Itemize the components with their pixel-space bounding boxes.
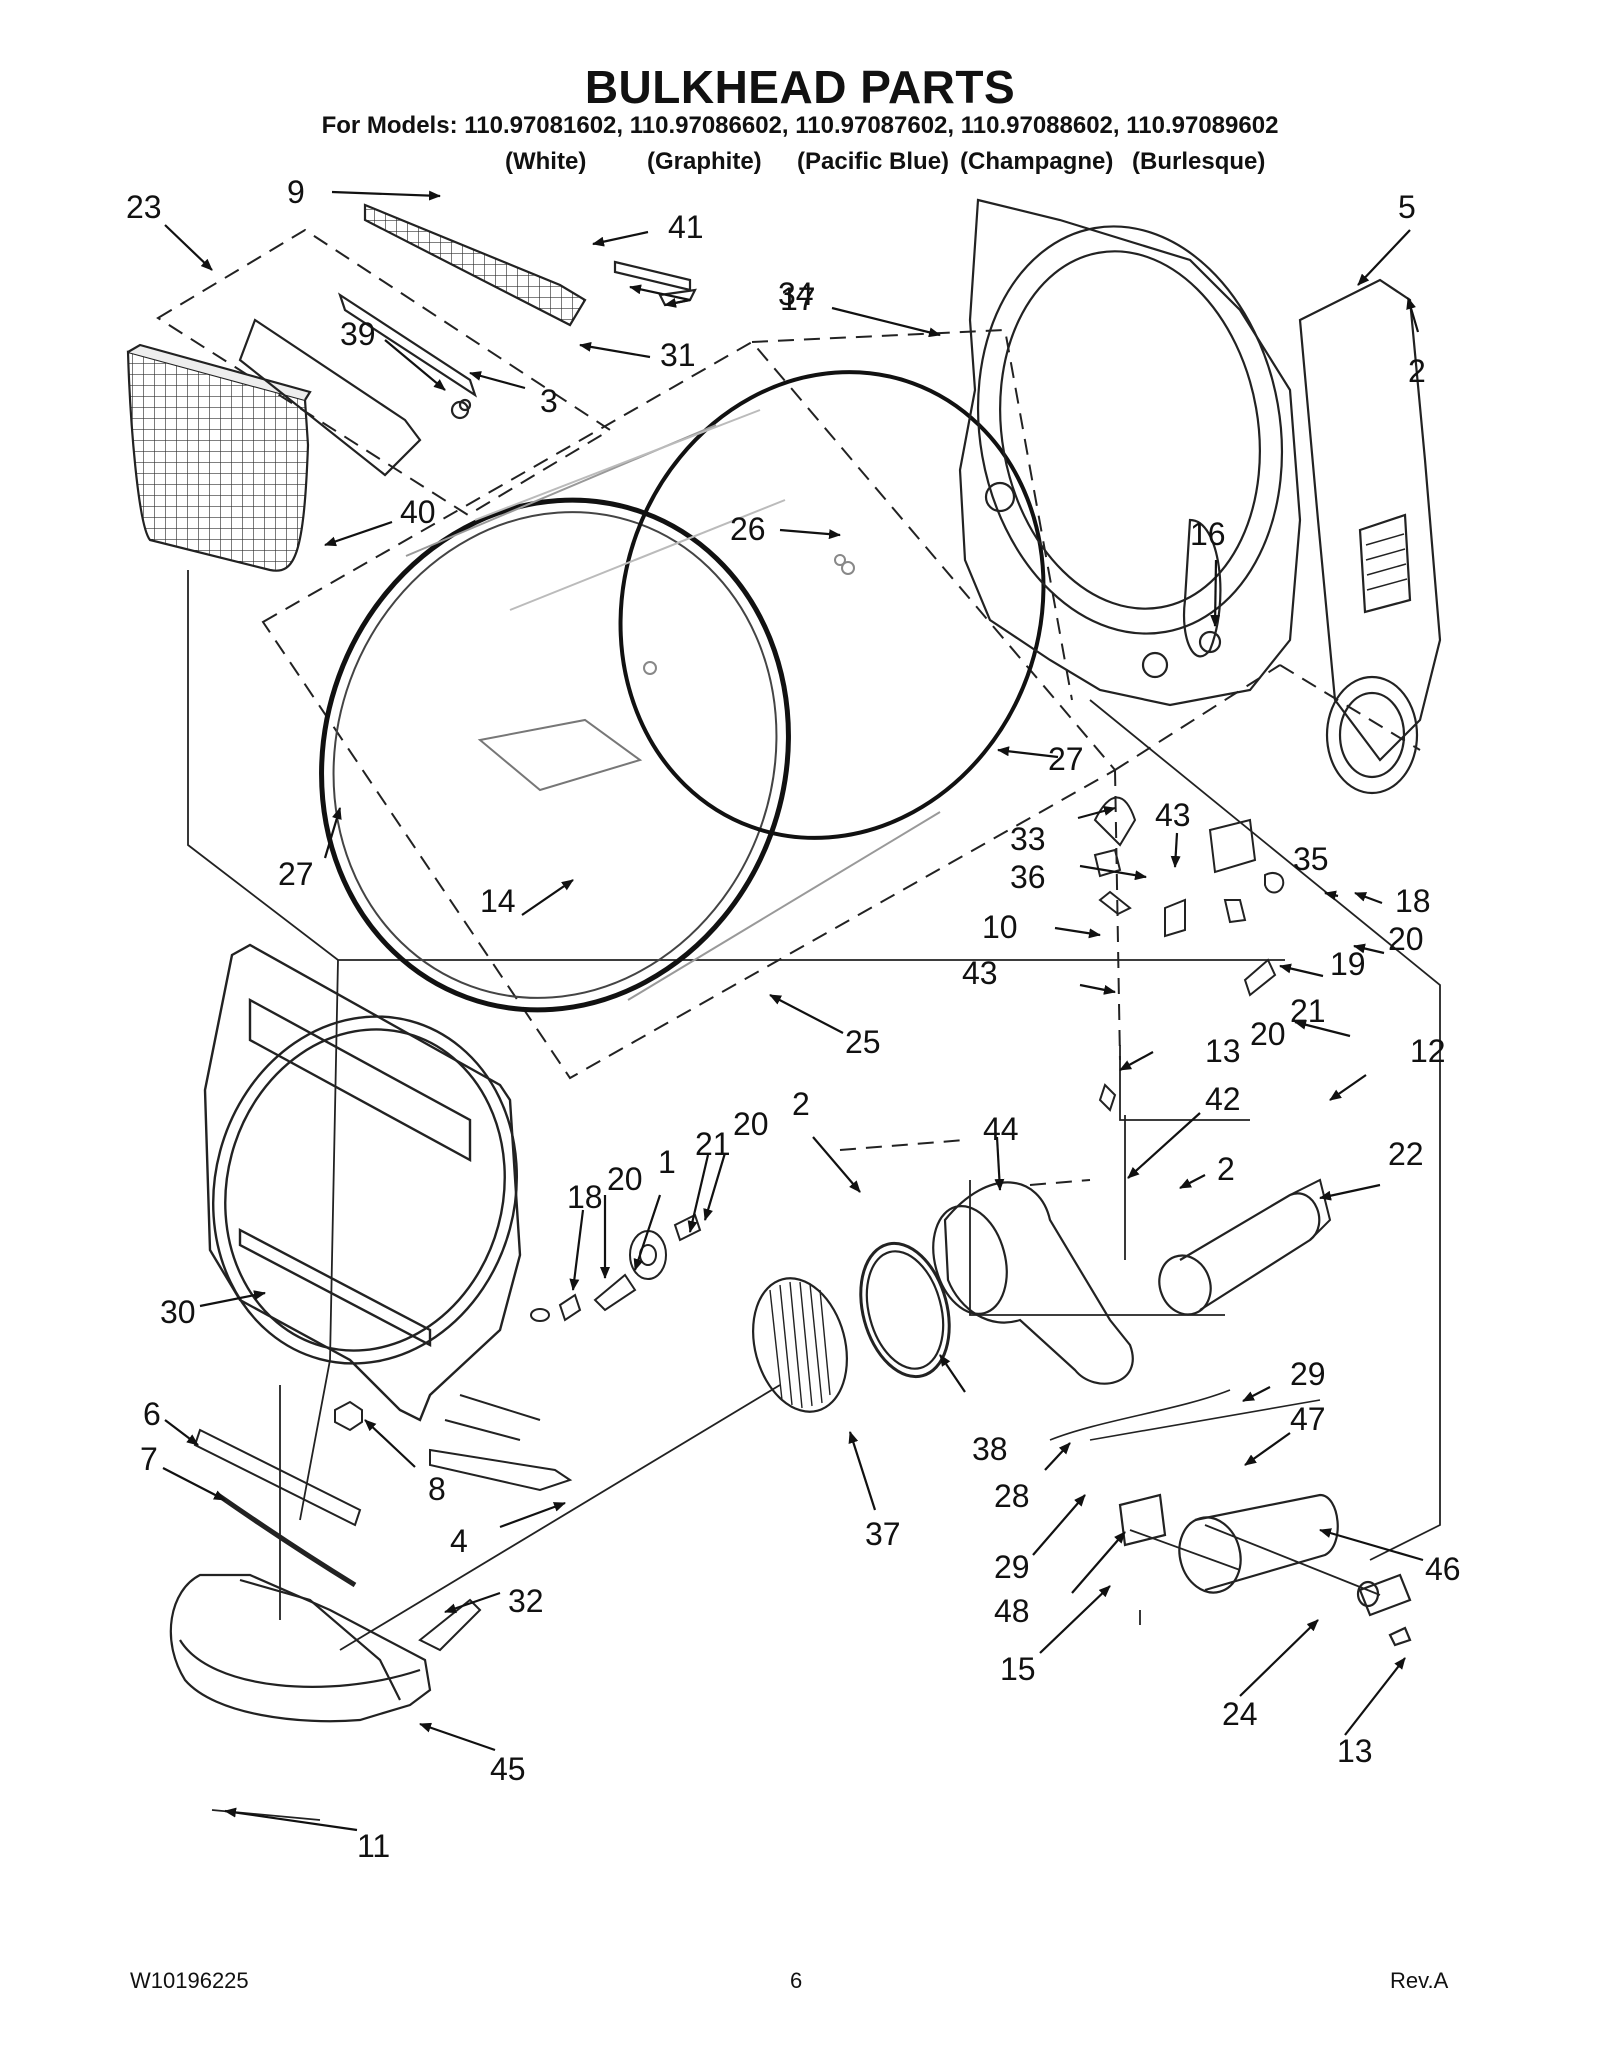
drum-assembly bbox=[319, 370, 1046, 1013]
callout-8: 8 bbox=[428, 1471, 446, 1507]
callout-39: 39 bbox=[340, 316, 376, 352]
dashed-assembly-outlines bbox=[156, 228, 1421, 1186]
callout-44: 44 bbox=[983, 1111, 1019, 1147]
callout-6: 6 bbox=[143, 1396, 161, 1432]
callout-47: 47 bbox=[1290, 1401, 1326, 1437]
callout-12: 12 bbox=[1410, 1033, 1446, 1069]
callout-27-left: 27 bbox=[278, 856, 314, 892]
callout-43-bottom: 43 bbox=[962, 955, 998, 991]
callout-33: 33 bbox=[1010, 821, 1046, 857]
callout-25: 25 bbox=[845, 1024, 881, 1060]
revision: Rev.A bbox=[1390, 1968, 1449, 1993]
callout-20-left-b: 20 bbox=[733, 1106, 769, 1142]
callout-2-right: 2 bbox=[1217, 1151, 1235, 1187]
callout-26: 26 bbox=[730, 511, 766, 547]
callout-32: 32 bbox=[508, 1583, 544, 1619]
callout-13-top: 13 bbox=[1205, 1033, 1241, 1069]
callout-20-right-top: 20 bbox=[1388, 921, 1424, 957]
callout-37: 37 bbox=[865, 1516, 901, 1552]
callout-23: 23 bbox=[126, 189, 162, 225]
callout-36: 36 bbox=[1010, 859, 1046, 895]
heater-assembly bbox=[1049, 1178, 1412, 1647]
callout-35: 35 bbox=[1293, 841, 1329, 877]
front-panel-duct bbox=[169, 1573, 432, 1821]
callout-5: 5 bbox=[1398, 189, 1416, 225]
callout-3: 3 bbox=[540, 383, 558, 419]
callout-48: 48 bbox=[994, 1593, 1030, 1629]
leader-arrows bbox=[162, 190, 1424, 1832]
callout-34: 34 bbox=[778, 276, 814, 312]
lint-screen-assembly bbox=[126, 203, 697, 572]
page-title: BULKHEAD PARTS bbox=[584, 61, 1016, 113]
callout-21-right: 21 bbox=[1290, 993, 1326, 1029]
callout-31: 31 bbox=[660, 337, 696, 373]
callout-24: 24 bbox=[1222, 1696, 1258, 1732]
callout-17: 17 bbox=[780, 281, 816, 317]
callout-30: 30 bbox=[160, 1294, 196, 1330]
callout-40: 40 bbox=[400, 494, 436, 530]
callout-7: 7 bbox=[140, 1441, 158, 1477]
callout-1: 1 bbox=[658, 1144, 676, 1180]
callout-41: 41 bbox=[668, 209, 704, 245]
callout-42: 42 bbox=[1205, 1081, 1241, 1117]
callout-13-bottom: 13 bbox=[1337, 1733, 1373, 1769]
callout-2: 2 bbox=[1408, 353, 1426, 389]
callout-10: 10 bbox=[982, 909, 1018, 945]
callout-11: 11 bbox=[357, 1828, 390, 1864]
callout-38: 38 bbox=[972, 1431, 1008, 1467]
color-graphite: (Graphite) bbox=[647, 148, 762, 175]
callout-27-right: 27 bbox=[1048, 741, 1084, 777]
small-hardware-parts bbox=[193, 796, 1285, 1652]
callout-29-top: 29 bbox=[1290, 1356, 1326, 1392]
callout-45: 45 bbox=[490, 1751, 526, 1787]
callout-20-right-bottom: 20 bbox=[1250, 1016, 1286, 1052]
assembly-guide-lines bbox=[187, 570, 1441, 1651]
callout-43-top: 43 bbox=[1155, 797, 1191, 833]
callout-numbers: 23 9 41 34 31 39 3 40 17 5 2 26 16 27 27… bbox=[126, 174, 1461, 1864]
callout-20-left-a: 20 bbox=[607, 1161, 643, 1197]
color-pacific-blue: (Pacific Blue) bbox=[797, 148, 950, 175]
document-number: W10196225 bbox=[130, 1968, 249, 1993]
callout-18-right: 18 bbox=[1395, 883, 1431, 919]
callout-46: 46 bbox=[1425, 1551, 1461, 1587]
callout-29-bottom: 29 bbox=[994, 1549, 1030, 1585]
callout-21-left: 21 bbox=[695, 1126, 731, 1162]
blower-assembly bbox=[752, 1181, 1134, 1413]
model-numbers: For Models: 110.97081602, 110.97086602, … bbox=[321, 112, 1279, 139]
callout-28: 28 bbox=[994, 1478, 1030, 1514]
callout-9: 9 bbox=[287, 174, 305, 210]
callout-2-mid: 2 bbox=[792, 1086, 810, 1122]
callout-22: 22 bbox=[1388, 1136, 1424, 1172]
color-champagne: (Champagne) bbox=[960, 148, 1114, 175]
callout-19: 19 bbox=[1330, 946, 1366, 982]
callout-15: 15 bbox=[1000, 1651, 1036, 1687]
color-burlesque: (Burlesque) bbox=[1132, 148, 1266, 175]
rear-bulkhead bbox=[958, 198, 1442, 795]
front-bulkhead bbox=[203, 943, 522, 1422]
callout-14: 14 bbox=[480, 883, 516, 919]
callout-4: 4 bbox=[450, 1523, 468, 1559]
callout-18-left: 18 bbox=[567, 1179, 603, 1215]
page-number: 6 bbox=[790, 1968, 803, 1993]
color-white: (White) bbox=[505, 148, 587, 175]
callout-16: 16 bbox=[1190, 516, 1226, 552]
